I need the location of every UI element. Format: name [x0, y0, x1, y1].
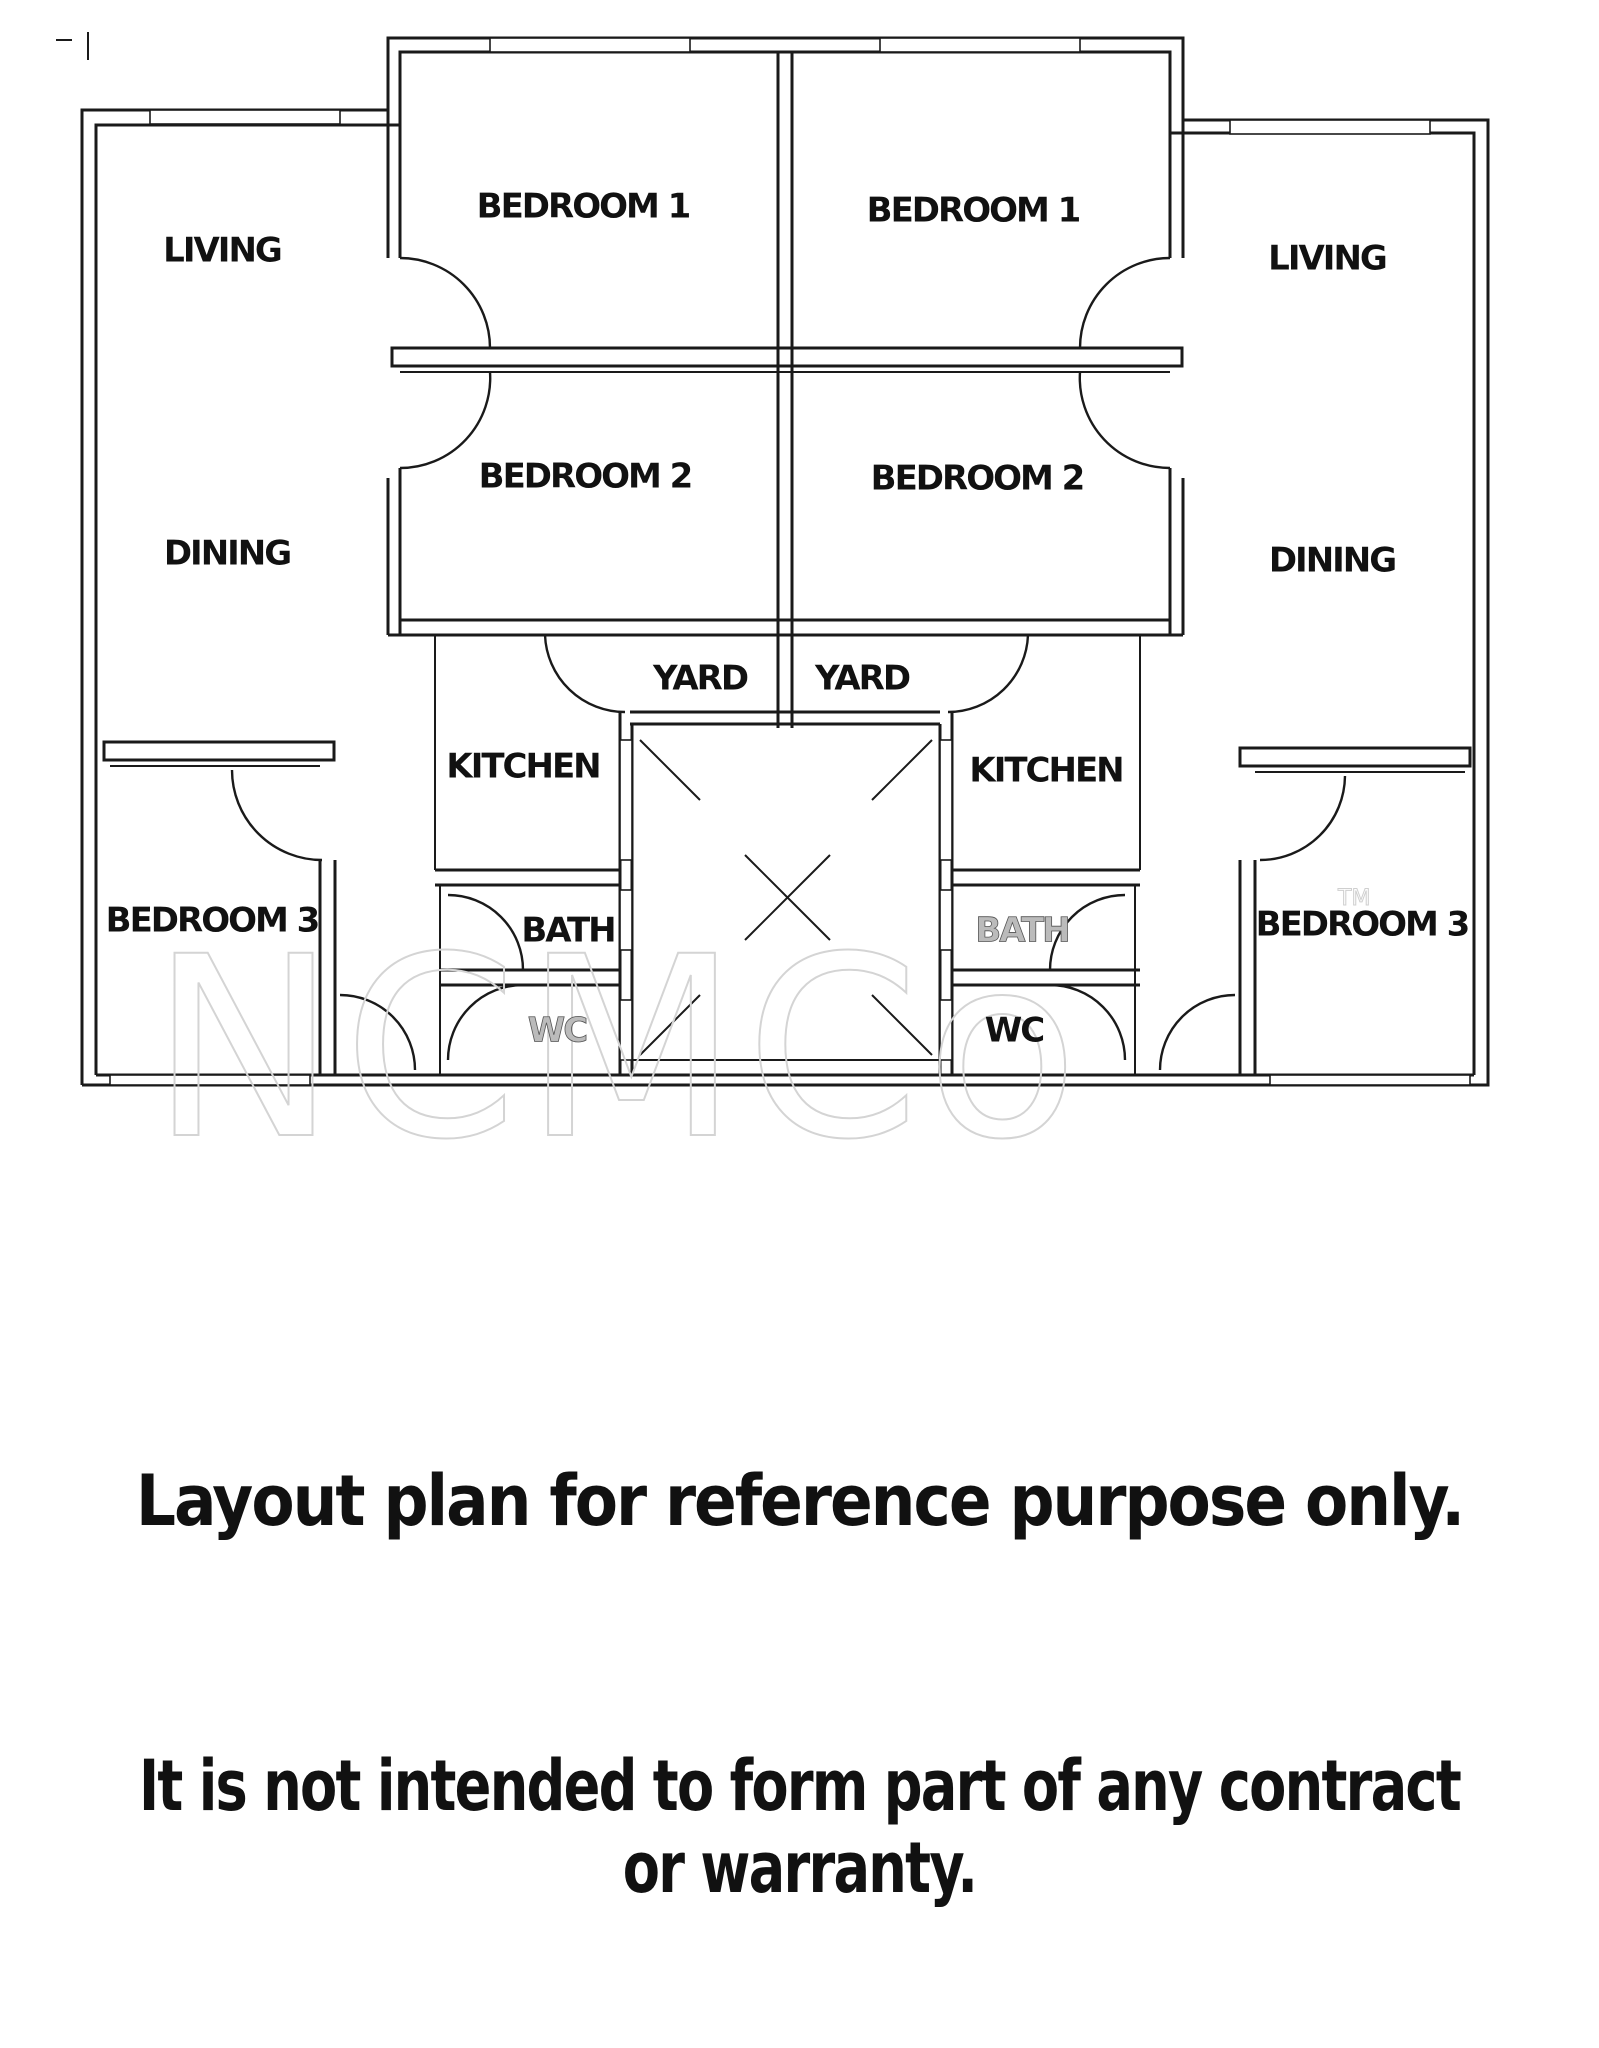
label-left-wc: WC — [528, 1011, 587, 1051]
floor-plan: NCMCo TM LIVING DINING BEDROOM 1 BEDROOM… — [56, 32, 1490, 1195]
bedroom3-walls — [102, 740, 1472, 1075]
label-right-yard: YARD — [814, 659, 910, 699]
label-left-dining: DINING — [164, 534, 290, 574]
bedroom-doors — [399, 256, 1171, 470]
label-right-dining: DINING — [1269, 541, 1395, 581]
label-left-yard: YARD — [652, 659, 748, 699]
bedroom-block — [386, 52, 1185, 728]
room-labels: LIVING DINING BEDROOM 1 BEDROOM 2 BEDROO… — [106, 187, 1471, 1051]
disclaimer-contract: It is not intended to form part of any c… — [139, 1745, 1462, 1909]
label-left-living: LIVING — [163, 231, 281, 271]
watermark: NCMCo — [150, 903, 1085, 1194]
label-left-bedroom3: BEDROOM 3 — [106, 901, 319, 941]
service-core — [434, 635, 1141, 1075]
label-right-bath: BATH — [975, 911, 1068, 951]
label-right-living: LIVING — [1268, 239, 1386, 279]
disclaimer-reference: Layout plan for reference purpose only. — [135, 1460, 1465, 1542]
trademark-mark: TM — [1337, 886, 1370, 911]
windows — [109, 37, 1471, 1086]
service-doors — [446, 634, 1127, 1061]
label-right-wc: WC — [985, 1011, 1044, 1051]
label-right-bedroom3: BEDROOM 3 — [1256, 905, 1469, 945]
label-left-kitchen: KITCHEN — [446, 747, 599, 787]
label-left-bedroom2: BEDROOM 2 — [479, 457, 692, 497]
label-right-bedroom1: BEDROOM 1 — [867, 191, 1080, 231]
label-right-bedroom2: BEDROOM 2 — [871, 459, 1084, 499]
corner-mark — [56, 32, 89, 60]
label-left-bath: BATH — [521, 911, 614, 951]
label-left-bedroom1: BEDROOM 1 — [477, 187, 690, 227]
label-right-kitchen: KITCHEN — [969, 751, 1122, 791]
